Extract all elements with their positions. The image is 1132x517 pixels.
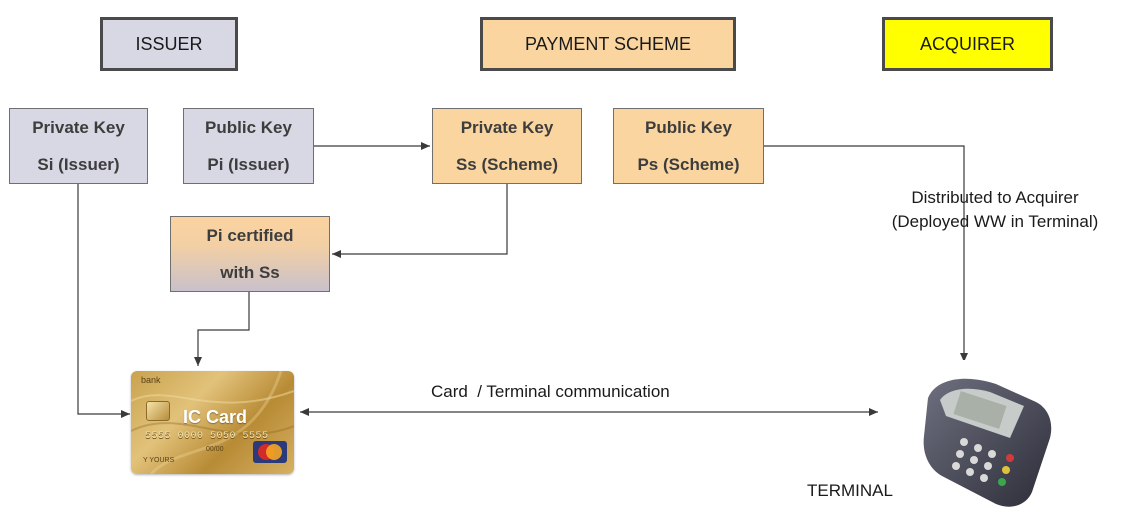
distribution-note: Distributed to Acquirer (Deployed WW in … [860, 186, 1130, 234]
distribution-note-line1: Distributed to Acquirer [911, 188, 1079, 207]
issuer-public-key-line2: Pi (Issuer) [207, 155, 290, 174]
arrow-private-to-card [77, 183, 130, 418]
scheme-private-key-line1: Private Key [460, 118, 554, 137]
payment-scheme-header-label: PAYMENT SCHEME [524, 33, 692, 54]
scheme-public-key-line1: Public Key [645, 118, 732, 137]
card-network-logo-icon [253, 441, 287, 463]
acquirer-header: ACQUIRER [882, 17, 1053, 71]
communication-label: Card / Terminal communication [431, 382, 670, 401]
ic-card: bank IC Card 5555 0000 5050 5555 00/00 Y… [131, 371, 294, 474]
distribution-note-line2: (Deployed WW in Terminal) [891, 212, 1099, 231]
card-title: IC Card [183, 407, 248, 427]
issuer-header-label: ISSUER [135, 33, 203, 54]
chip-icon [146, 401, 170, 421]
issuer-private-key-box: Private Key Si (Issuer) [9, 108, 148, 184]
scheme-private-key-box: Private Key Ss (Scheme) [432, 108, 582, 184]
card-number: 5555 0000 5050 5555 [145, 431, 269, 442]
terminal-device [906, 360, 1066, 512]
scheme-private-key-line2: Ss (Scheme) [455, 155, 559, 174]
arrow-public-to-terminal [764, 145, 968, 362]
scheme-public-key-line2: Ps (Scheme) [637, 155, 740, 174]
issuer-public-key-line1: Public Key [205, 118, 292, 137]
issuer-private-key-line1: Private Key [32, 118, 125, 137]
card-holder: Y YOURS [143, 457, 175, 464]
certified-key-line2: with Ss [220, 263, 280, 282]
issuer-header: ISSUER [100, 17, 238, 71]
payment-scheme-header: PAYMENT SCHEME [480, 17, 736, 71]
card-texture [131, 371, 294, 474]
acquirer-header-label: ACQUIRER [919, 33, 1015, 54]
certified-key-box: Pi certified with Ss [170, 216, 330, 292]
certified-key-line1: Pi certified [206, 226, 294, 245]
terminal-label: TERMINAL [807, 481, 893, 500]
arrow-scheme-to-certified [332, 183, 508, 258]
issuer-private-key-line2: Si (Issuer) [37, 155, 120, 174]
scheme-public-key-box: Public Key Ps (Scheme) [613, 108, 764, 184]
issuer-public-key-box: Public Key Pi (Issuer) [183, 108, 314, 184]
terminal-icon [923, 378, 1052, 507]
arrow-certified-to-card [194, 291, 250, 366]
card-expiry: 00/00 [206, 446, 224, 453]
card-bank-label: bank [141, 375, 161, 385]
